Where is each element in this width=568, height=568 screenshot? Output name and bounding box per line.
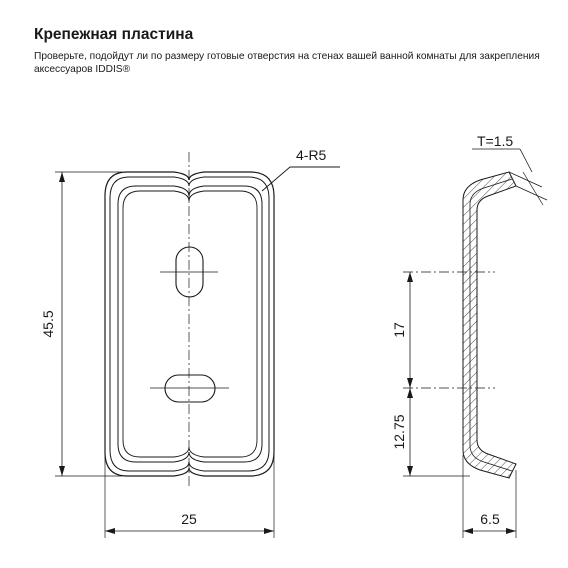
spacing-lower-label: 12.75 [391,414,407,449]
front-view [55,152,340,538]
depth-arrow-right [506,528,516,534]
page-title: Крепежная пластина [34,26,194,43]
width-arrow-right [264,528,274,534]
width-arrow-left [105,528,115,534]
plate-rim-contour [109,176,270,472]
radius-leader [261,166,291,192]
width-dimension-label: 25 [181,511,197,527]
depth-arrow-left [463,528,473,534]
radius-label: 4-R5 [296,147,327,163]
horizontal-slot [164,374,216,403]
spacing-arrow-3 [407,388,413,398]
thickness-leader-stem [519,148,533,173]
side-section [462,171,517,479]
thickness-label: T=1.5 [477,133,513,149]
page-description: Проверьте, подойдут ли по размеру готовы… [34,51,540,75]
height-arrow-top [59,172,65,182]
spacing-arrow-1 [407,272,413,282]
depth-label: 6.5 [480,511,500,527]
side-view [403,148,548,538]
spacing-arrow-4 [407,466,413,476]
plate-recess-contour [122,190,258,458]
height-dimension-label: 45.5 [40,310,56,337]
height-arrow-bottom [59,466,65,476]
spacing-upper-label: 17 [391,322,407,338]
plate-outer-contour [104,171,275,477]
plate-inner-contour [117,185,263,463]
spacing-arrow-2 [407,378,413,388]
side-inner-edge [469,178,513,472]
header: Крепежная пластина Проверьте, подойдут л… [34,25,554,76]
thickness-leader [522,171,544,206]
thickness-extension-top [508,171,543,188]
thickness-extension-bottom [515,185,548,201]
